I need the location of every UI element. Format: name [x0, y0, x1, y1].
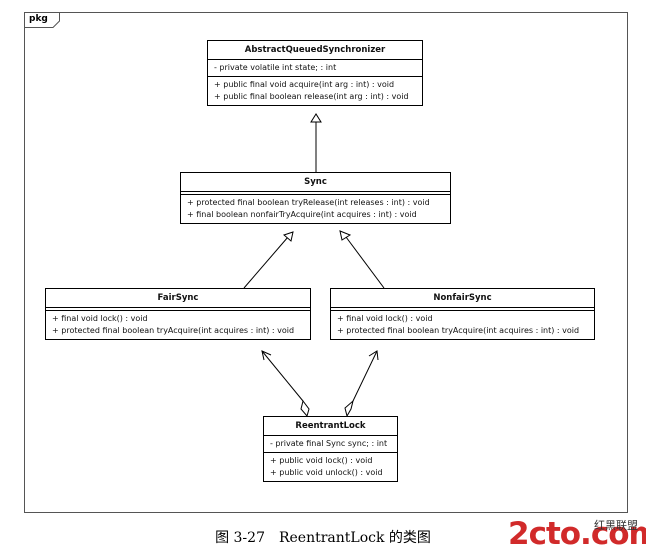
- class-name: ReentrantLock: [264, 417, 397, 436]
- generalization-line-fair-sync: [243, 236, 289, 289]
- package-tab-shape: [24, 12, 60, 28]
- operation: + final void lock() : void: [337, 314, 433, 323]
- attribute-compartment: [331, 308, 594, 311]
- generalization-arrowhead-sync-aqs: [310, 113, 322, 123]
- class-name: Sync: [181, 173, 450, 192]
- operation-compartment: + public void lock() : void + public voi…: [264, 453, 397, 481]
- aggregation-diamond-reentrant-nonfair: [344, 399, 354, 418]
- attribute: - private final Sync sync; : int: [270, 439, 388, 448]
- aggregation-arrow-reentrant-fair: [261, 350, 272, 361]
- attribute-compartment: - private volatile int state; : int: [208, 60, 422, 77]
- figure-caption: 图 3-27 ReentrantLock 的类图: [215, 530, 431, 546]
- package-label: pkg: [29, 14, 48, 24]
- operation: + public void lock() : void: [270, 456, 373, 465]
- operation-compartment: + final void lock() : void + protected f…: [46, 311, 310, 339]
- aggregation-arrow-reentrant-nonfair: [368, 350, 379, 361]
- generalization-arrowhead-fair-sync: [283, 231, 294, 242]
- operation: + public final boolean release(int arg :…: [214, 92, 409, 101]
- aggregation-line-reentrant-nonfair: [352, 350, 378, 402]
- operation: + final void lock() : void: [52, 314, 148, 323]
- operation: + protected final boolean tryRelease(int…: [187, 198, 430, 207]
- class-name: AbstractQueuedSynchronizer: [208, 41, 422, 60]
- class-fair-sync: FairSync + final void lock() : void + pr…: [45, 288, 311, 340]
- watermark-tagline: 红黑联盟: [594, 519, 638, 532]
- class-nonfair-sync: NonfairSync + final void lock() : void +…: [330, 288, 595, 340]
- watermark-logo-text: 2cto.com: [508, 516, 646, 552]
- operation-compartment: + public final void acquire(int arg : in…: [208, 77, 422, 105]
- package-tab: [24, 12, 60, 28]
- attribute-compartment: - private final Sync sync; : int: [264, 436, 397, 453]
- generalization-arrowhead-nonfair-sync: [339, 230, 352, 241]
- generalization-line-nonfair-sync: [345, 236, 385, 289]
- operation: + protected final boolean tryAcquire(int…: [337, 326, 580, 335]
- class-abstract-queued-synchronizer: AbstractQueuedSynchronizer - private vol…: [207, 40, 423, 106]
- class-name: FairSync: [46, 289, 310, 308]
- attribute-compartment: [181, 192, 450, 195]
- aggregation-diamond-reentrant-fair: [300, 399, 310, 418]
- operation-compartment: + final void lock() : void + protected f…: [331, 311, 594, 339]
- operation: + public final void acquire(int arg : in…: [214, 80, 395, 89]
- operation: + public void unlock() : void: [270, 468, 383, 477]
- class-name: NonfairSync: [331, 289, 594, 308]
- operation: + protected final boolean tryAcquire(int…: [52, 326, 295, 335]
- aggregation-line-reentrant-fair: [261, 350, 304, 402]
- operation-compartment: + protected final boolean tryRelease(int…: [181, 195, 450, 223]
- class-sync: Sync + protected final boolean tryReleas…: [180, 172, 451, 224]
- attribute: - private volatile int state; : int: [214, 63, 337, 72]
- watermark-logo: 2cto.com 红黑联盟: [508, 514, 646, 554]
- operation: + final boolean nonfairTryAcquire(int ac…: [187, 210, 417, 219]
- attribute-compartment: [46, 308, 310, 311]
- class-reentrant-lock: ReentrantLock - private final Sync sync;…: [263, 416, 398, 482]
